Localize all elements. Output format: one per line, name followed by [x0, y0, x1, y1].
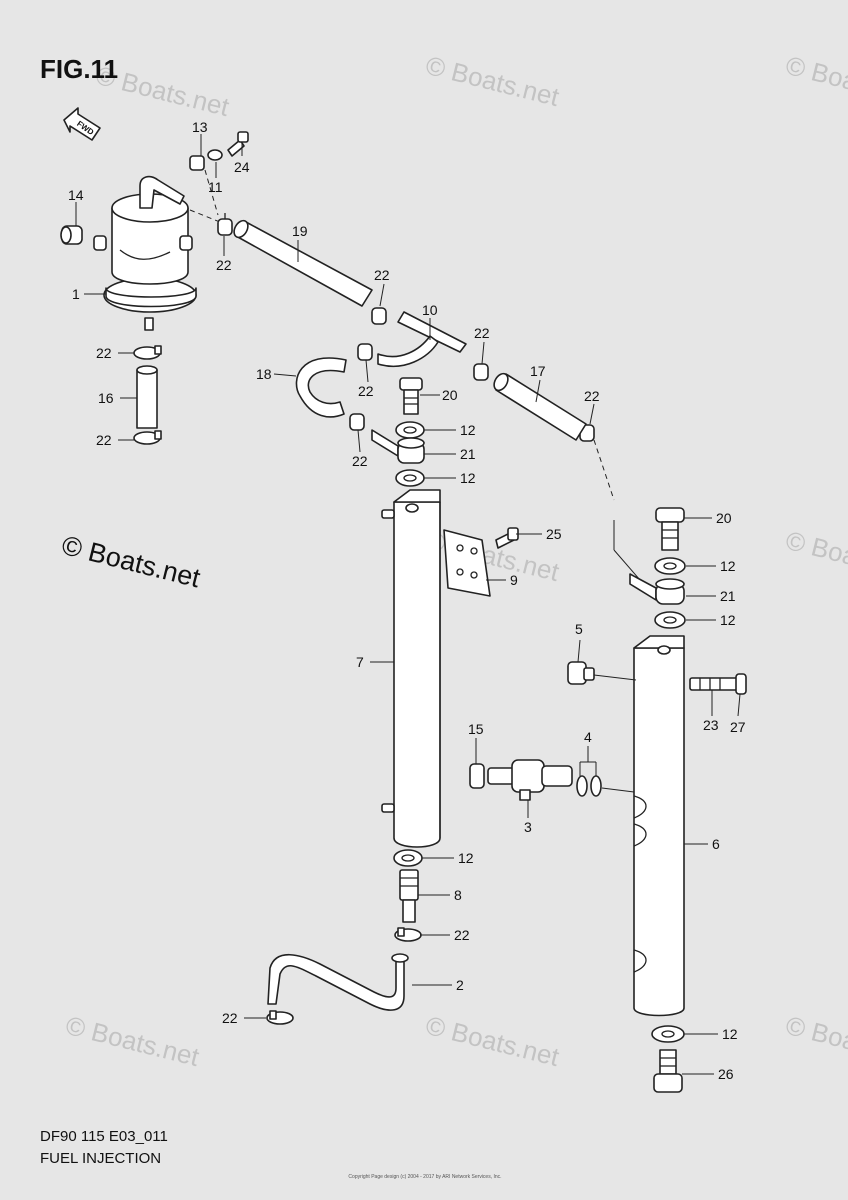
cap-5	[567, 661, 595, 685]
callout-12: 12	[720, 558, 736, 574]
callout-8: 8	[454, 887, 462, 903]
bracket-9	[443, 529, 491, 597]
callout-9: 9	[510, 572, 518, 588]
callout-19: 19	[292, 223, 308, 239]
washer-12	[654, 557, 686, 575]
callout-20: 20	[442, 387, 458, 403]
o-ring-4	[576, 775, 602, 797]
callout-27: 27	[730, 719, 746, 735]
bolt-26	[653, 1049, 683, 1093]
bolt-set	[189, 131, 249, 171]
clamp-22-c	[357, 343, 373, 361]
hose-2	[267, 953, 409, 1011]
callout-17: 17	[530, 363, 546, 379]
callout-22: 22	[96, 432, 112, 448]
clamp-22-i	[394, 927, 422, 942]
callout-2: 2	[456, 977, 464, 993]
fuel-rail-7	[381, 489, 441, 848]
clamp-22-d	[473, 363, 489, 381]
copyright-note: Copyright Page design (c) 2004 - 2017 by…	[348, 1174, 502, 1180]
callout-10: 10	[422, 302, 438, 318]
callout-22: 22	[584, 388, 600, 404]
callout-22: 22	[374, 267, 390, 283]
callout-7: 7	[356, 654, 364, 670]
hose-16	[136, 365, 158, 429]
callout-23: 23	[703, 717, 719, 733]
clamp-22-j	[266, 1010, 294, 1025]
clamp-22-g	[133, 345, 162, 360]
callout-12: 12	[460, 470, 476, 486]
callout-12: 12	[722, 1026, 738, 1042]
clamp-22-b	[371, 307, 387, 325]
hose-17	[493, 372, 587, 441]
grommet-14	[60, 225, 83, 245]
washer-12	[395, 469, 425, 487]
leader-lines	[75, 134, 741, 1075]
callout-12: 12	[460, 422, 476, 438]
callout-22: 22	[96, 345, 112, 361]
callout-4: 4	[584, 729, 592, 745]
callout-12: 12	[720, 612, 736, 628]
callout-13: 13	[192, 119, 208, 135]
washer-12	[393, 849, 423, 867]
hose-19	[233, 219, 373, 307]
washer-12	[651, 1025, 685, 1043]
clamp-22-h	[133, 430, 162, 445]
bolt-23	[689, 673, 747, 695]
fwd-arrow-icon: FWD	[63, 107, 101, 141]
pipe-10	[377, 311, 467, 368]
fuel-rail-6	[633, 635, 685, 1017]
hose-18	[295, 357, 347, 418]
injector-3	[487, 759, 573, 801]
callout-5: 5	[575, 621, 583, 637]
callout-18: 18	[256, 366, 272, 382]
callout-3: 3	[524, 819, 532, 835]
seal-15	[469, 763, 485, 789]
figure-title: FIG.11	[40, 54, 119, 84]
callout-11: 11	[208, 179, 223, 195]
callout-22: 22	[352, 453, 368, 469]
callout-22: 22	[454, 927, 470, 943]
diagram-caption: FUEL INJECTION	[40, 1150, 162, 1167]
washer-12	[654, 611, 686, 629]
callout-25: 25	[546, 526, 562, 542]
callout-22: 22	[358, 383, 374, 399]
callout-22: 22	[222, 1010, 238, 1026]
clamp-22-a	[217, 213, 233, 236]
fitting-8	[399, 869, 419, 923]
pressure-regulator	[93, 175, 197, 331]
callout-15: 15	[468, 721, 484, 737]
diagram-code: DF90 115 E03_011	[40, 1128, 168, 1145]
callouts: 13 24 11 14 22 19 1 22 10 22 22 18 22 20…	[68, 119, 746, 1082]
bolt-25	[495, 527, 519, 549]
callout-16: 16	[98, 390, 114, 406]
callout-1: 1	[72, 286, 80, 302]
callout-12: 12	[458, 850, 474, 866]
callout-21: 21	[460, 446, 476, 462]
union-21-right	[629, 573, 685, 605]
callout-21: 21	[720, 588, 736, 604]
union-21	[371, 429, 425, 464]
callout-20: 20	[716, 510, 732, 526]
callout-22: 22	[216, 257, 232, 273]
callout-24: 24	[234, 159, 250, 175]
clamp-22-f	[349, 413, 365, 431]
union-bolt-20-right	[655, 507, 685, 551]
callout-14: 14	[68, 187, 84, 203]
union-bolt-20	[399, 377, 423, 415]
callout-6: 6	[712, 836, 720, 852]
callout-26: 26	[718, 1066, 734, 1082]
washer-12	[395, 421, 425, 439]
callout-22: 22	[474, 325, 490, 341]
